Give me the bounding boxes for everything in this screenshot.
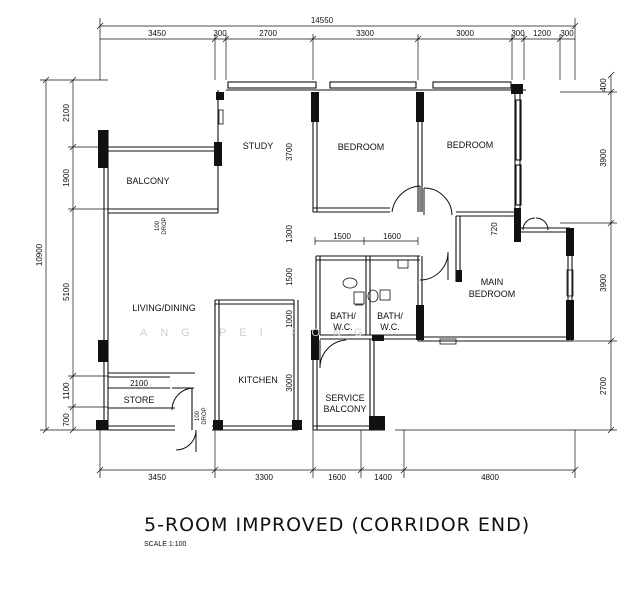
wall-blocks bbox=[96, 84, 574, 430]
dim-inner-2: 1300 bbox=[285, 225, 294, 243]
room-label-bedroom-2: BEDROOM bbox=[447, 140, 494, 150]
dim-top-5: 3000 bbox=[456, 29, 474, 38]
room-label-bedroom-1: BEDROOM bbox=[338, 142, 385, 152]
dimension-ticks-inner bbox=[314, 237, 419, 245]
dim-top-total: 14550 bbox=[311, 16, 334, 25]
room-label-main-bedroom-line-2: BEDROOM bbox=[469, 289, 516, 299]
bath-fixtures bbox=[342, 259, 409, 306]
dim-top-6: 300 bbox=[511, 29, 525, 38]
dim-right-3: 3900 bbox=[599, 274, 608, 292]
dim-left-3: 5100 bbox=[62, 283, 71, 301]
dim-top-7: 1200 bbox=[533, 29, 551, 38]
dim-bottom-2: 3300 bbox=[255, 473, 273, 482]
room-label-main-bedroom-line-1: MAIN bbox=[481, 277, 504, 287]
dim-right-4: 2700 bbox=[599, 377, 608, 395]
dim-left-1: 2100 bbox=[62, 104, 71, 122]
dim-bottom-3: 1600 bbox=[328, 473, 346, 482]
plan-title: 5-ROOM IMPROVED (CORRIDOR END) bbox=[144, 514, 531, 536]
dimension-lines-top bbox=[96, 18, 579, 80]
watermark: ANG PEI FONG bbox=[140, 327, 375, 339]
room-label-bath-1-line-1: BATH/ bbox=[330, 311, 356, 321]
room-label-bath-1-line-2: W.C. bbox=[333, 322, 353, 332]
dim-inner-8: 720 bbox=[490, 222, 499, 236]
walls bbox=[103, 81, 573, 431]
room-label-kitchen: KITCHEN bbox=[238, 375, 278, 385]
dim-left-4: 1100 bbox=[62, 382, 71, 400]
room-label-service-balcony-line-1: SERVICE bbox=[325, 393, 364, 403]
dim-bottom-1: 3450 bbox=[148, 473, 166, 482]
dim-inner-1: 3700 bbox=[285, 143, 294, 161]
dimension-lines-right bbox=[395, 71, 617, 434]
dim-inner-5: 3000 bbox=[285, 374, 294, 392]
doors bbox=[171, 185, 549, 452]
dim-top-4: 3300 bbox=[356, 29, 374, 38]
dim-top-3: 2700 bbox=[259, 29, 277, 38]
dim-inner-4: 1000 bbox=[285, 310, 294, 328]
dimension-lines-bottom bbox=[96, 430, 579, 478]
dim-top-1: 3450 bbox=[148, 29, 166, 38]
room-label-service-balcony-line-2: BALCONY bbox=[323, 404, 366, 414]
dimension-lines-left bbox=[40, 76, 108, 434]
dim-right-1: 400 bbox=[599, 78, 608, 92]
dim-top-8: 300 bbox=[560, 29, 574, 38]
drop-value-1: 100 bbox=[155, 220, 161, 231]
dim-inner-3: 1500 bbox=[285, 268, 294, 286]
room-label-store: STORE bbox=[124, 395, 155, 405]
dim-bottom-4: 1400 bbox=[374, 473, 392, 482]
room-label-balcony: BALCONY bbox=[126, 176, 169, 186]
dim-inner-6: 1500 bbox=[333, 232, 351, 241]
dim-inner-7: 1600 bbox=[383, 232, 401, 241]
room-label-bath-2-line-2: W.C. bbox=[380, 322, 400, 332]
dim-top-2: 300 bbox=[213, 29, 227, 38]
room-label-bath-2-line-1: BATH/ bbox=[377, 311, 403, 321]
plan-scale: SCALE 1:100 bbox=[144, 541, 187, 548]
dim-left-2: 1900 bbox=[62, 169, 71, 187]
dim-bottom-5: 4800 bbox=[481, 473, 499, 482]
drop-value-2: 100 bbox=[195, 410, 201, 421]
window-marks bbox=[218, 109, 574, 345]
dim-inner-9: 2100 bbox=[130, 379, 148, 388]
dim-left-5: 700 bbox=[62, 413, 71, 427]
room-label-study: STUDY bbox=[243, 141, 274, 151]
drop-word-2: DROP bbox=[202, 407, 208, 424]
dim-left-total: 10900 bbox=[35, 243, 44, 266]
drop-word-1: DROP bbox=[162, 217, 168, 234]
dim-right-2: 3900 bbox=[599, 149, 608, 167]
room-label-living-dining: LIVING/DINING bbox=[132, 303, 196, 313]
